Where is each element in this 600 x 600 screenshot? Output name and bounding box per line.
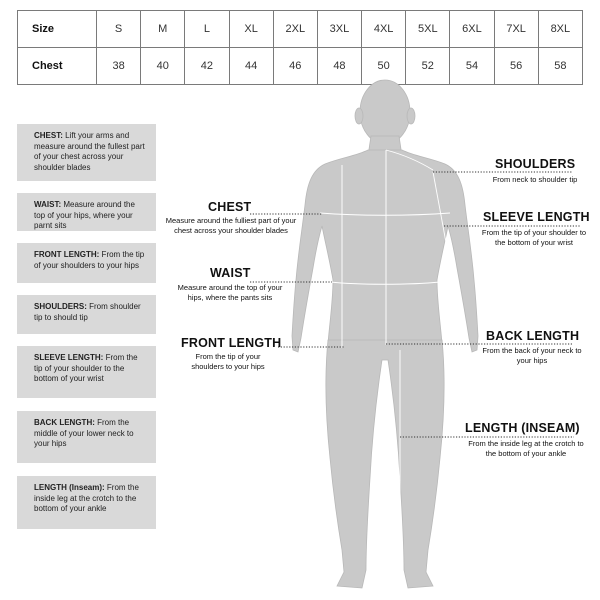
instruction-text: From the middle of your lower neck to yo…	[34, 418, 134, 448]
callout-sleeve-length-title: SLEEVE LENGTH	[483, 210, 590, 224]
instruction-text: From the tip of your shoulder to the bot…	[34, 353, 138, 383]
chest-cell: 58	[537, 47, 584, 85]
size-chart-table: Size S M L XL 2XL 3XL 4XL 5XL 6XL 7XL 8X…	[17, 10, 584, 85]
callout-front-length-title: FRONT LENGTH	[181, 336, 282, 350]
sleeve-line	[432, 171, 465, 341]
callout-chest-title: CHEST	[208, 200, 252, 214]
size-header-label: Size	[17, 10, 97, 48]
callout-shoulders-title: SHOULDERS	[495, 157, 576, 171]
instruction-box-back-length: BACK LENGTH: From the middle of your low…	[17, 411, 156, 463]
instruction-text: From the tip of your shoulders to your h…	[34, 250, 145, 270]
instruction-text: Measure around the top of your hips, whe…	[34, 200, 135, 230]
chest-cell: 52	[405, 47, 451, 85]
instruction-text: From shoulder tip to should tip	[34, 302, 141, 322]
chest-cell: 46	[272, 47, 318, 85]
instruction-box-chest: CHEST: Lift your arms and measure around…	[17, 124, 156, 181]
instruction-term: WAIST:	[34, 200, 62, 209]
measurement-lines	[319, 149, 465, 585]
callout-back-length-desc: From the back of your neck to your hips	[482, 346, 582, 365]
chest-row-label: Chest	[17, 47, 97, 85]
instruction-box-inseam: LENGTH (Inseam): From the inside leg at …	[17, 476, 156, 529]
instruction-term: LENGTH (Inseam):	[34, 483, 105, 492]
instruction-box-sleeve-length: SLEEVE LENGTH: From the tip of your shou…	[17, 346, 156, 398]
instruction-box-front-length: FRONT LENGTH: From the tip of your shoul…	[17, 243, 156, 283]
torso-shape	[291, 149, 479, 353]
chest-line	[319, 212, 451, 216]
instruction-box-waist: WAIST: Measure around the top of your hi…	[17, 193, 156, 231]
ear-shape	[406, 107, 416, 125]
chest-cell: 42	[184, 47, 230, 85]
instruction-text: Lift your arms and measure around the fu…	[34, 131, 145, 172]
callout-chest-desc: Measure around the fulliest part of your…	[165, 216, 297, 235]
callout-front-length-desc: From the tip of your shoulders to your h…	[191, 352, 265, 371]
shoulder-line	[385, 149, 434, 171]
chest-cell: 56	[493, 47, 539, 85]
waist-line	[329, 281, 441, 285]
instruction-term: CHEST:	[34, 131, 63, 140]
instruction-term: BACK LENGTH:	[34, 418, 95, 427]
callout-sleeve-length-desc: From the tip of your shoulder to the bot…	[481, 228, 587, 247]
chest-cell: 40	[140, 47, 186, 85]
head-shape	[359, 79, 411, 145]
size-cell: XL	[228, 10, 274, 48]
callout-back-length-title: BACK LENGTH	[486, 329, 580, 343]
callout-waist-title: WAIST	[210, 266, 251, 280]
body-silhouette	[291, 79, 479, 589]
instruction-box-shoulders: SHOULDERS: From shoulder tip to should t…	[17, 295, 156, 334]
leader-lines	[250, 171, 580, 438]
size-cell: 2XL	[272, 10, 318, 48]
size-cell: 7XL	[493, 10, 539, 48]
leg-shape	[325, 339, 445, 589]
chest-row: Chest 38 40 42 44 46 48 50 52 54 56 58	[17, 47, 584, 85]
instruction-term: FRONT LENGTH:	[34, 250, 100, 259]
instruction-term: SHOULDERS:	[34, 302, 87, 311]
instruction-term: SLEEVE LENGTH:	[34, 353, 104, 362]
callout-inseam-desc: From the inside leg at the crotch to the…	[468, 439, 584, 458]
chest-cell: 44	[228, 47, 274, 85]
callout-waist-desc: Measure around the top of your hips, whe…	[177, 283, 283, 302]
callout-inseam-title: LENGTH (INSEAM)	[465, 421, 580, 435]
size-cell: 8XL	[537, 10, 584, 48]
size-cell: S	[95, 10, 142, 48]
callout-shoulders-desc: From neck to shoulder tip	[492, 175, 578, 184]
ear-shape	[354, 107, 364, 125]
instruction-text: From the inside leg at the crotch to the…	[34, 483, 139, 513]
